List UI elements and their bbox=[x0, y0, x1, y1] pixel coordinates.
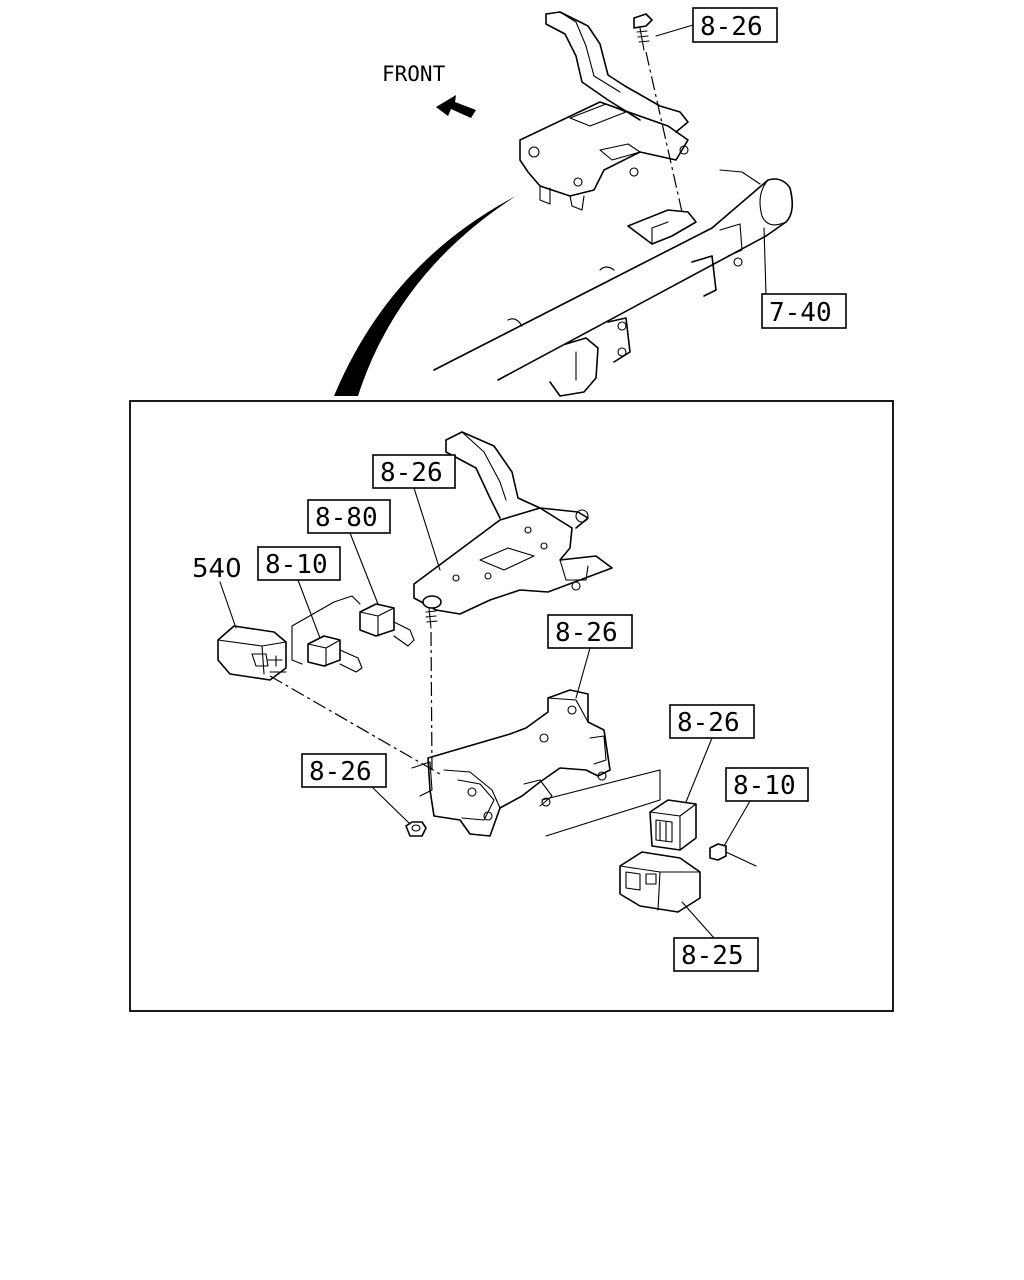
svg-text:8-26: 8-26 bbox=[380, 458, 443, 488]
callout-lower-bracket: 8-26 bbox=[547, 614, 633, 699]
callout-connector-8-10-left: 8-10 bbox=[257, 546, 341, 639]
callout-crossmember: 7-40 bbox=[761, 227, 847, 329]
svg-text:8-25: 8-25 bbox=[681, 941, 744, 971]
callout-cover: 8-25 bbox=[673, 901, 759, 972]
svg-text:8-26: 8-26 bbox=[677, 708, 740, 738]
detail-assembly bbox=[217, 431, 757, 913]
callout-unit-540: 540 bbox=[192, 554, 242, 629]
front-label: FRONT bbox=[382, 62, 446, 86]
svg-text:8-26: 8-26 bbox=[700, 12, 763, 42]
svg-text:8-80: 8-80 bbox=[315, 503, 378, 533]
svg-text:8-26: 8-26 bbox=[309, 757, 372, 787]
svg-text:7-40: 7-40 bbox=[769, 298, 832, 328]
callout-nut: 8-26 bbox=[301, 753, 411, 825]
top-bracket-assembly bbox=[433, 11, 794, 397]
svg-text:8-10: 8-10 bbox=[733, 771, 796, 801]
callout-connector-8-10-right: 8-10 bbox=[723, 767, 809, 847]
detail-pointer bbox=[334, 196, 516, 396]
detail-frame bbox=[129, 400, 894, 1012]
svg-text:8-10: 8-10 bbox=[265, 550, 328, 580]
callout-connector-8-80: 8-80 bbox=[307, 499, 391, 605]
svg-text:8-26: 8-26 bbox=[555, 618, 618, 648]
callout-top-bolt: 8-26 bbox=[655, 7, 778, 43]
callout-upper-bracket: 8-26 bbox=[372, 454, 456, 571]
front-arrow-icon bbox=[436, 95, 476, 118]
callout-relay: 8-26 bbox=[669, 704, 755, 803]
svg-text:540: 540 bbox=[192, 554, 242, 584]
